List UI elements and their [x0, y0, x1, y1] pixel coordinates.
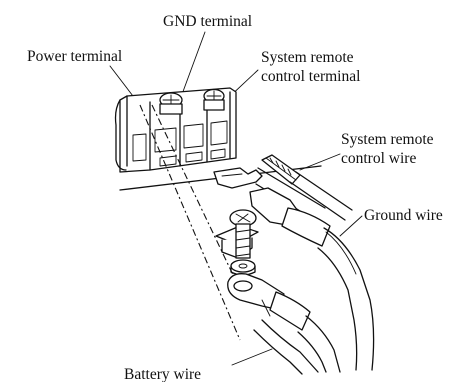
remote-terminal-screw-icon [203, 88, 225, 111]
label-system-remote-control-wire-2: control wire [341, 150, 416, 167]
label-system-remote-control-terminal-1: System remote [261, 49, 354, 66]
alignment-guides [139, 104, 246, 341]
terminal-block [114, 87, 322, 191]
system-remote-control-wire [213, 154, 353, 223]
label-power-terminal: Power terminal [27, 48, 122, 65]
label-system-remote-control-terminal-2: control terminal [261, 68, 360, 85]
gnd-screw-icon [215, 209, 259, 276]
label-battery-wire: Battery wire [124, 366, 201, 382]
ground-wire [249, 187, 375, 371]
label-ground-wire: Ground wire [364, 207, 443, 224]
leader-lines [109, 31, 363, 366]
label-system-remote-control-wire-1: System remote [341, 131, 434, 148]
label-gnd-terminal: GND terminal [163, 13, 252, 30]
gnd-terminal-screw-icon [159, 92, 183, 115]
battery-wire [227, 273, 341, 375]
